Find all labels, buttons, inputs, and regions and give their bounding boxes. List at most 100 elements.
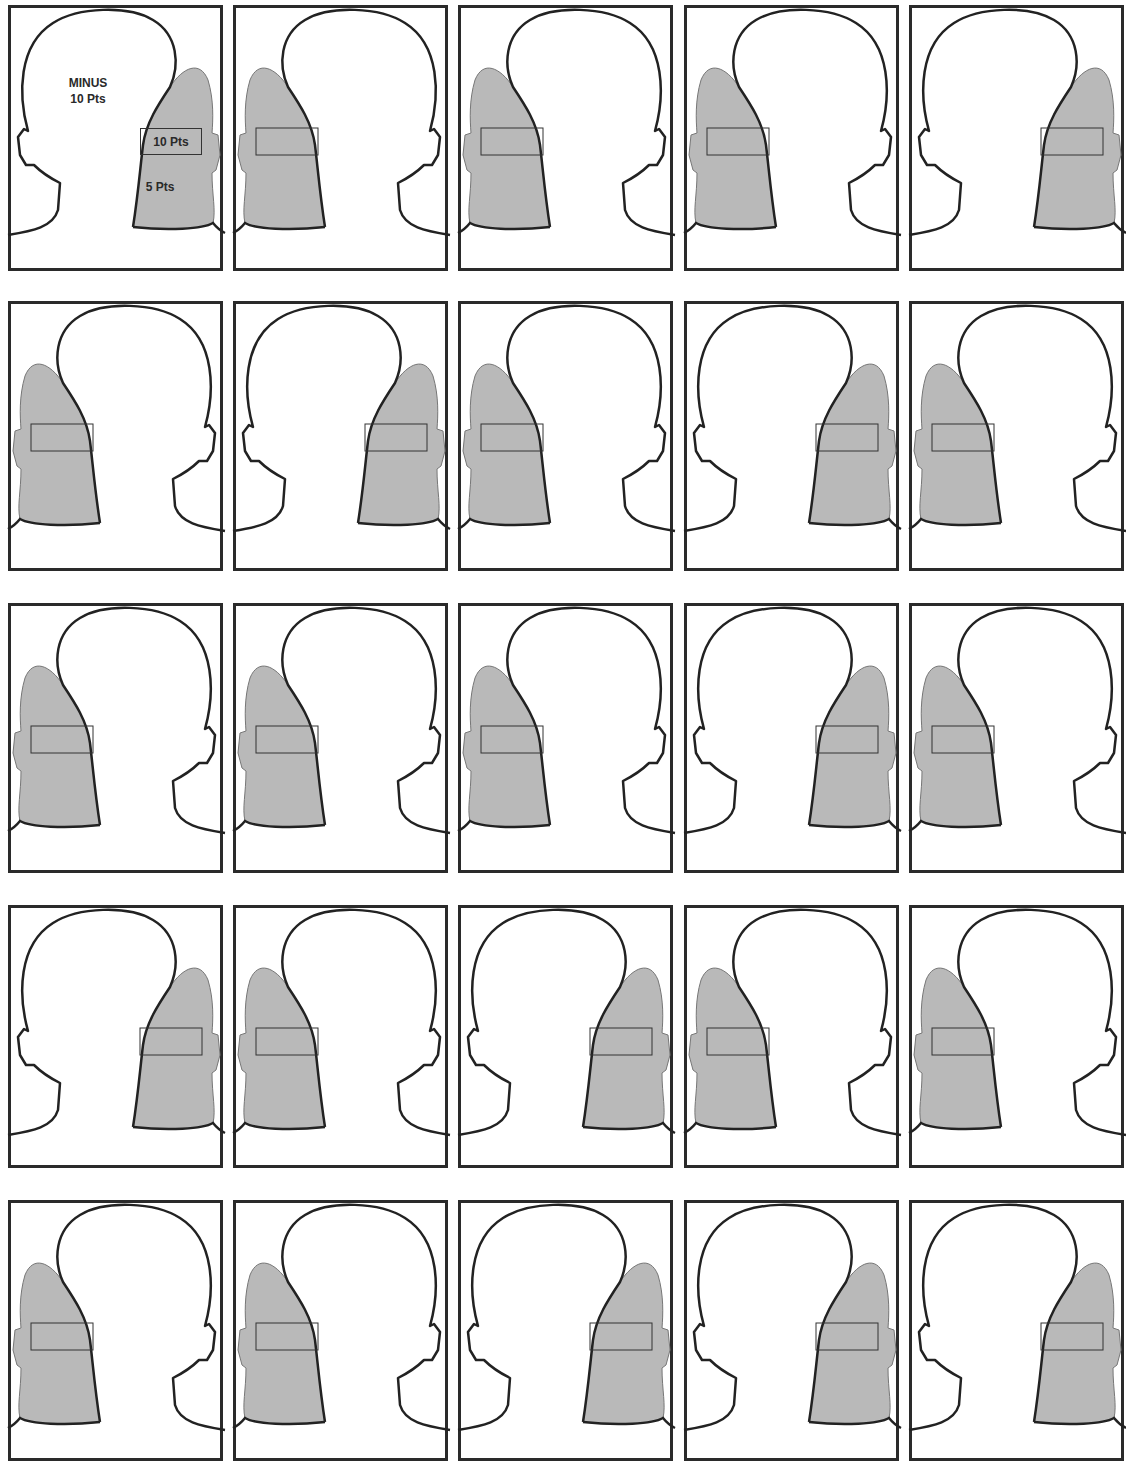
zone-box (365, 424, 427, 451)
head-figure (8, 306, 225, 531)
panel-frame (10, 7, 222, 270)
head-panel (909, 1202, 1126, 1460)
head-panel (684, 1202, 901, 1460)
panel-frame (10, 303, 222, 570)
shoulder-outline (684, 1123, 776, 1133)
panel-frame (911, 7, 1123, 270)
zone-box (932, 1028, 994, 1055)
shoulder-outline (8, 1418, 100, 1428)
head-outline (8, 910, 176, 1135)
head-panel (8, 907, 225, 1167)
shoulder-outline (909, 821, 1001, 831)
head-outline (8, 10, 176, 235)
shoulder-outline (909, 1123, 1001, 1133)
zone-box (590, 1028, 652, 1055)
head-outline (909, 1205, 1077, 1430)
zone-box (481, 424, 543, 451)
head-outline (282, 910, 450, 1135)
head-panel (458, 7, 675, 270)
panel-frame (460, 605, 672, 872)
head-panel (458, 907, 675, 1167)
shaded-region (238, 666, 325, 827)
head-outline (57, 608, 225, 833)
panel-frame (460, 7, 672, 270)
head-outline (458, 1205, 626, 1430)
zone-box (1041, 128, 1103, 155)
head-figure (458, 910, 675, 1135)
zone-box (256, 128, 318, 155)
zone-box (31, 1323, 93, 1350)
zone-box (816, 424, 878, 451)
shoulder-outline (809, 519, 901, 529)
panel-frame (686, 7, 898, 270)
zone-box (932, 424, 994, 451)
panel-frame (235, 605, 447, 872)
head-panel (458, 605, 675, 872)
head-figure (684, 306, 901, 531)
shoulder-outline (583, 1123, 675, 1133)
head-outline (233, 306, 401, 531)
zone-box (140, 1028, 202, 1055)
zone-box (1041, 1323, 1103, 1350)
zone-box (481, 128, 543, 155)
head-outline (958, 910, 1126, 1135)
panel-frame (235, 303, 447, 570)
head-outline (684, 1205, 852, 1430)
head-figure (909, 608, 1126, 833)
shoulder-outline (1034, 1418, 1126, 1428)
score-zone-box: 10 Pts (140, 128, 202, 155)
zone-box (590, 1323, 652, 1350)
zone-box (707, 1028, 769, 1055)
head-figure (684, 10, 901, 235)
head-figure (8, 910, 225, 1135)
shoulder-outline (1034, 223, 1126, 233)
shoulder-outline (233, 1418, 325, 1428)
penalty-label: MINUS 10 Pts (64, 76, 112, 107)
zone-box (256, 1323, 318, 1350)
shaded-region (13, 364, 100, 525)
head-figure (233, 910, 450, 1135)
shaded-region (463, 364, 550, 525)
shaded-region (914, 666, 1001, 827)
head-figure (8, 10, 225, 235)
head-panel (233, 907, 450, 1167)
shaded-region (1034, 1263, 1121, 1424)
head-figure (909, 910, 1126, 1135)
head-outline (684, 608, 852, 833)
shoulder-outline (458, 223, 550, 233)
panel-frame (235, 7, 447, 270)
panel-frame (686, 605, 898, 872)
zone-box (816, 1323, 878, 1350)
shaded-region (809, 364, 896, 525)
head-figure (233, 306, 450, 531)
head-panel (233, 7, 450, 270)
head-panel (458, 303, 675, 570)
head-panel (8, 605, 225, 872)
zone-box (932, 726, 994, 753)
shoulder-outline (133, 223, 225, 233)
shoulder-outline (8, 519, 100, 529)
head-panel (909, 7, 1126, 270)
score-text: 10 Pts (153, 135, 188, 149)
shoulder-outline (233, 1123, 325, 1133)
head-figure (684, 608, 901, 833)
head-figure (8, 1205, 225, 1430)
shoulder-outline (458, 519, 550, 529)
zone-box (816, 726, 878, 753)
shaded-region (13, 1263, 100, 1424)
shaded-region (133, 968, 220, 1129)
shaded-region (809, 1263, 896, 1424)
head-outline (282, 1205, 450, 1430)
shaded-region (463, 68, 550, 229)
head-figure (8, 608, 225, 833)
head-outline (458, 910, 626, 1135)
head-figure (684, 1205, 901, 1430)
panel-frame (911, 605, 1123, 872)
head-outline (282, 10, 450, 235)
head-panel (684, 303, 901, 570)
shoulder-outline (8, 821, 100, 831)
head-outline (733, 910, 901, 1135)
head-outline (57, 1205, 225, 1430)
shoulder-outline (909, 519, 1001, 529)
head-outline (733, 10, 901, 235)
